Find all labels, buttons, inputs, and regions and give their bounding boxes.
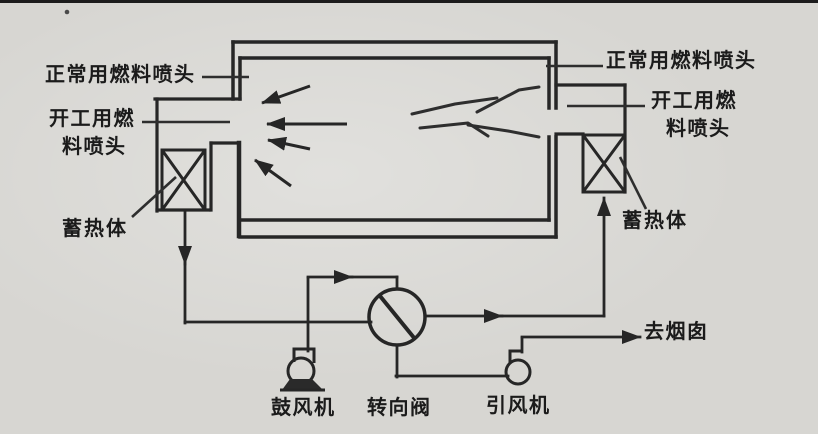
label-right-startup-fuel-nozzle-line2: 料喷头 bbox=[666, 118, 731, 140]
pipes bbox=[178, 196, 642, 379]
left-regenerator-icon bbox=[160, 148, 207, 212]
flame-strokes bbox=[410, 85, 541, 139]
label-blower: 鼓风机 bbox=[271, 397, 336, 419]
left-port-housing bbox=[153, 97, 242, 239]
label-left-regenerator: 蓄热体 bbox=[62, 218, 128, 240]
leader-lines bbox=[131, 64, 648, 218]
label-right-regenerator: 蓄热体 bbox=[622, 210, 688, 232]
reversing-valve-icon bbox=[367, 287, 427, 347]
label-right-normal-fuel-nozzle: 正常用燃料喷头 bbox=[606, 50, 757, 72]
scan-top-border bbox=[0, 0, 818, 3]
label-left-startup-fuel-nozzle-line1: 开工用燃 bbox=[49, 108, 135, 130]
label-left-startup-fuel-nozzle-line2: 料喷头 bbox=[62, 136, 127, 158]
induced-draft-fan-icon bbox=[504, 349, 532, 386]
furnace-body bbox=[231, 40, 558, 239]
label-induced-draft-fan: 引风机 bbox=[486, 395, 551, 417]
label-reversing-valve: 转向阀 bbox=[367, 397, 432, 419]
scan-speck bbox=[64, 9, 70, 15]
label-left-normal-fuel-nozzle: 正常用燃料喷头 bbox=[45, 64, 196, 86]
flow-arrows bbox=[254, 84, 347, 188]
right-regenerator-icon bbox=[581, 133, 627, 194]
blower-icon bbox=[280, 347, 325, 392]
label-right-startup-fuel-nozzle-line1: 开工用燃 bbox=[651, 90, 737, 112]
label-to-chimney: 去烟囱 bbox=[644, 321, 709, 343]
